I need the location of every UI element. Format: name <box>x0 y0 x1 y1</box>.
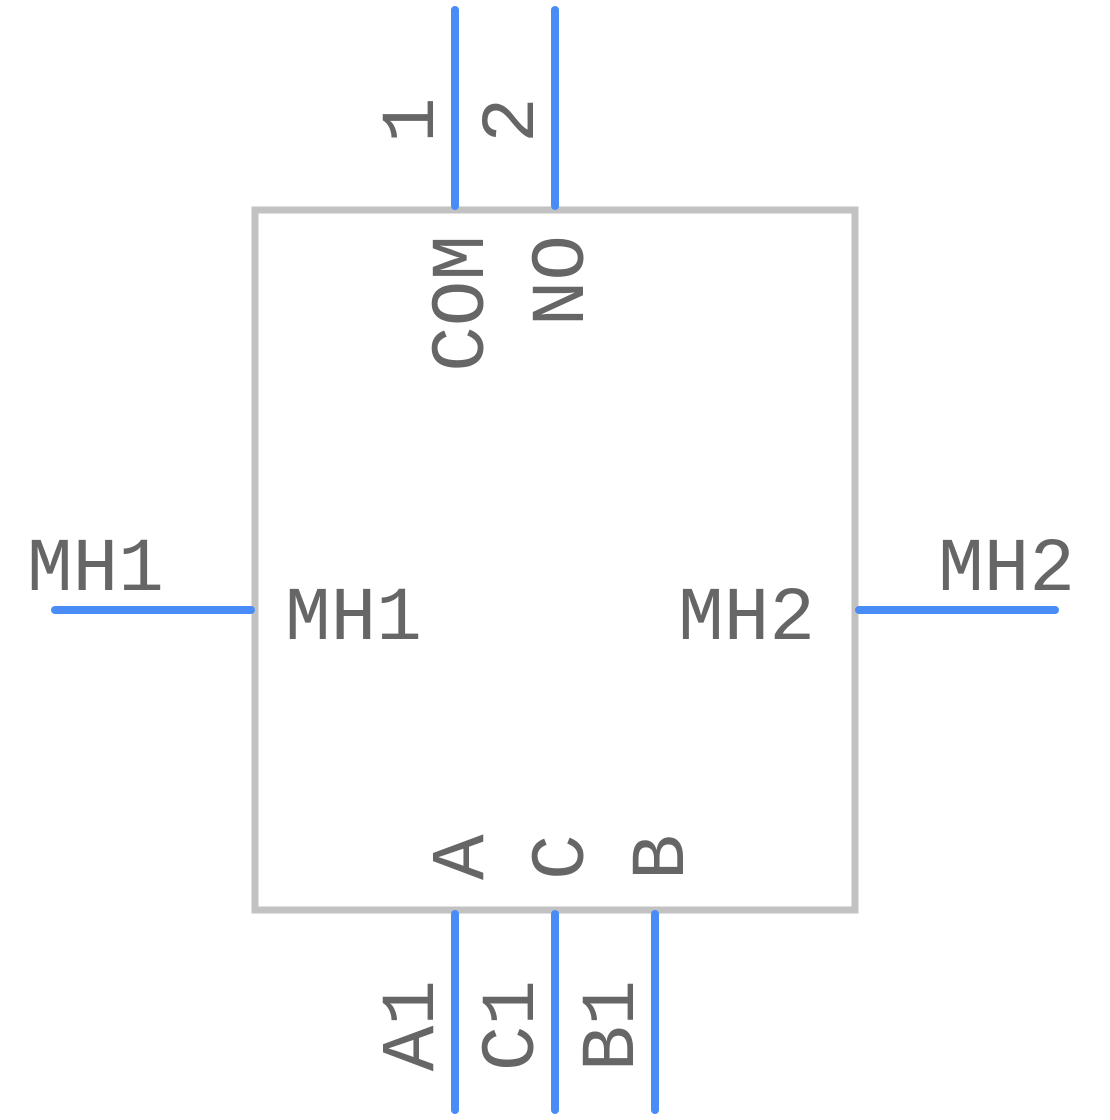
pin-mh2-name: MH2 <box>678 576 815 662</box>
pin-mh2-number: MH2 <box>938 527 1075 613</box>
pin-b1-name: B <box>620 834 706 880</box>
pin-c1-number: C1 <box>470 980 556 1071</box>
pin-a1-name: A <box>420 834 506 880</box>
pin-b1-number: B1 <box>570 980 656 1071</box>
pin-mh1-number: MH1 <box>27 527 164 613</box>
pin-1-name: COM <box>420 235 506 372</box>
pin-2-name: NO <box>520 235 606 326</box>
pin-a1-number: A1 <box>370 980 456 1071</box>
pin-2-number: 2 <box>470 97 556 143</box>
pin-mh1-name: MH1 <box>285 576 422 662</box>
pin-1-number: 1 <box>370 97 456 143</box>
pin-c1-name: C <box>520 834 606 880</box>
